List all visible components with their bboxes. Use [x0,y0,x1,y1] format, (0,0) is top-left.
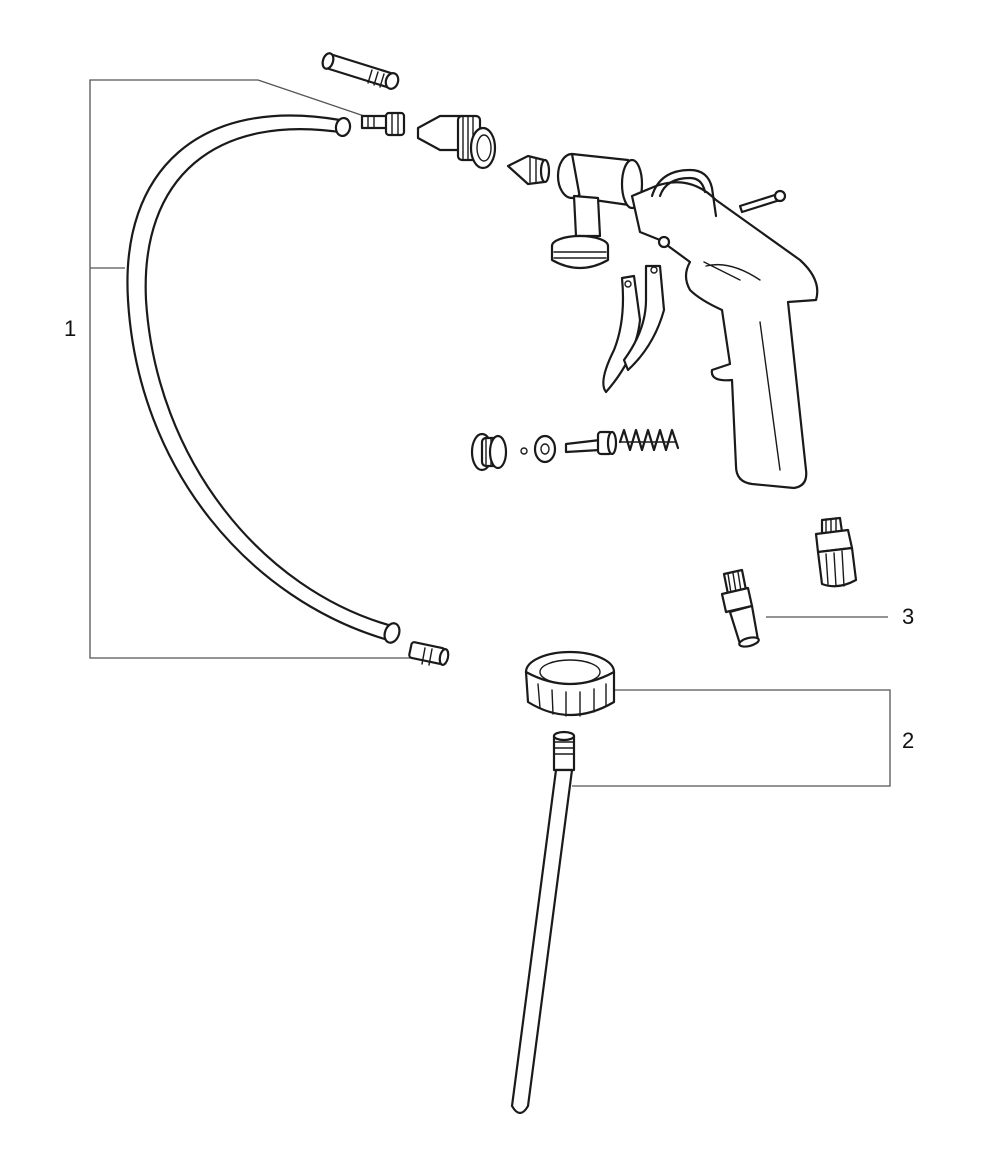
callout-3-label: 3 [902,604,914,629]
hose [126,114,401,644]
nozzle-body [416,114,497,170]
valve-spring [618,428,680,452]
valve-seat [470,432,508,472]
top-tube [321,52,400,90]
callout-1-bracket [89,79,410,659]
gun-head [550,152,644,270]
valve-stem [564,430,618,456]
callout-2-label: 2 [902,728,914,753]
pivot-pin [738,189,787,214]
lance-tube [510,730,576,1115]
callout-2-bracket [572,689,891,787]
cap-nut [524,650,616,717]
hanger-hook [650,168,718,218]
plug-nipple [720,568,760,648]
washer [533,434,557,464]
callout-1-label: 1 [64,316,76,341]
hose-end-fitting [408,641,450,666]
nozzle-tip [506,154,551,186]
trigger [602,264,666,394]
gun-handle [630,181,819,490]
hose-nipple [360,111,406,137]
o-ring [520,447,528,455]
quick-coupler [814,516,858,588]
